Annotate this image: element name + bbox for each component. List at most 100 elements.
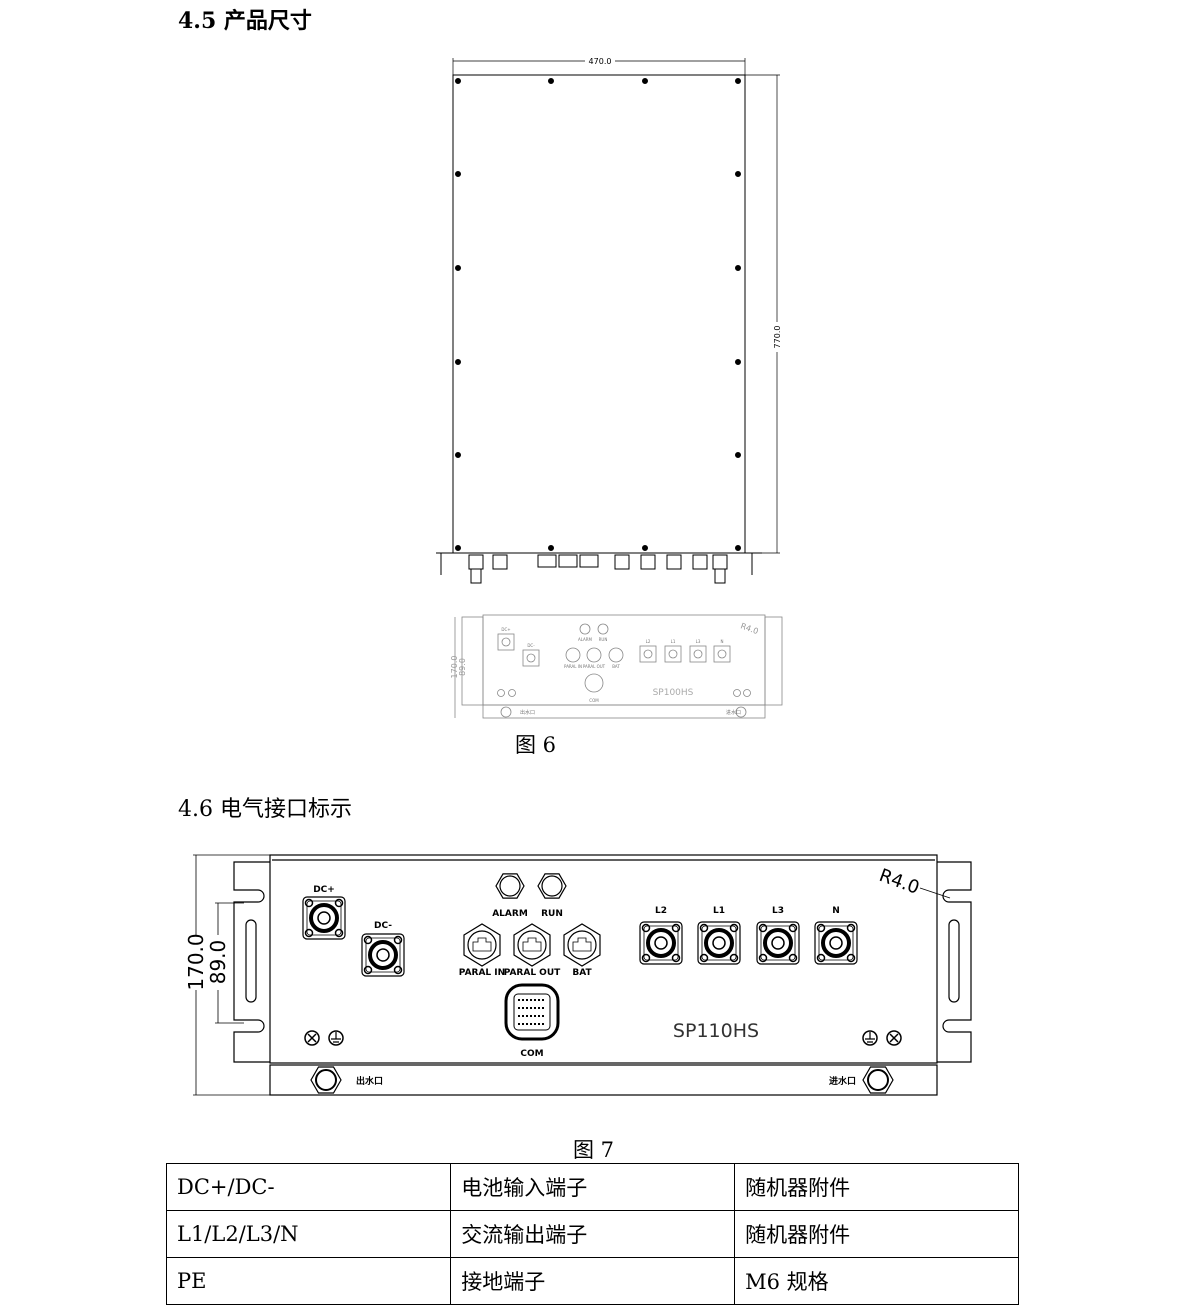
small-connector-label: L2: [646, 639, 651, 644]
small-model: SP100HS: [653, 688, 694, 698]
small-connector-label: COM: [589, 698, 599, 703]
cell: 随机器附件: [734, 1210, 1019, 1258]
screw-icon: [455, 171, 461, 177]
l3-terminal-label: L3: [772, 906, 784, 916]
top-view-drawing: 470.0 770.0: [436, 55, 783, 584]
height-dimension: 170.0: [184, 933, 208, 990]
l1-terminal-label: L1: [713, 906, 725, 916]
dc-plus-terminal-label: DC+: [313, 885, 335, 895]
screw-icon: [735, 265, 741, 271]
connector-side-icon: [537, 554, 557, 568]
water-outlet-icon: [310, 1066, 342, 1094]
inner-dimension: 89.0: [206, 940, 230, 985]
figure-7-caption: 图 7: [573, 1138, 615, 1162]
water-inlet-icon: [862, 1066, 894, 1094]
small-connector-label: 进水口: [726, 709, 741, 716]
small-connector-label: PARAL OUT: [583, 664, 606, 669]
com-port: [504, 983, 560, 1041]
water-port-icon: [735, 706, 747, 718]
small-connector-label: RUN: [599, 637, 608, 642]
dc-minus-terminal: [361, 933, 405, 977]
screw-icon: [642, 545, 648, 551]
connector-side-icon: [468, 554, 484, 584]
connector-side-icon: [666, 554, 682, 570]
cell: 交流输出端子: [450, 1210, 736, 1258]
connector-side-icon: [558, 554, 578, 568]
table-row: DC+/DC-电池输入端子随机器附件: [165, 1163, 1019, 1211]
l2-terminal: [639, 921, 683, 965]
radius-label: R4.0: [876, 865, 922, 899]
water-port-icon: [500, 706, 512, 718]
figure-6-caption: 图 6: [515, 733, 557, 757]
screw-icon: [735, 452, 741, 458]
ground-icon: [508, 689, 516, 697]
water-outlet-label: 出水口: [356, 1075, 383, 1087]
bat-port: [563, 923, 601, 967]
com-port-label: COM: [520, 1049, 543, 1059]
screw-icon: [548, 78, 554, 84]
ground-icon: [743, 689, 751, 697]
paral-out-port: [513, 923, 551, 967]
screw-icon: [735, 78, 741, 84]
paral-in-port: [463, 923, 501, 967]
screw-icon: [455, 545, 461, 551]
cell: M6 规格: [734, 1257, 1019, 1305]
ground-icon: [328, 1030, 344, 1046]
ground-icon: [862, 1030, 878, 1046]
alarm-indicator-label: ALARM: [492, 909, 528, 919]
cell: DC+/DC-: [165, 1163, 452, 1211]
ground-icon: [497, 689, 505, 697]
screw-icon: [548, 545, 554, 551]
cell: L1/L2/L3/N: [165, 1210, 452, 1258]
water-inlet-label: 进水口: [829, 1075, 856, 1087]
ground-icon: [733, 689, 741, 697]
screw-icon: [735, 545, 741, 551]
small-connector-label: PARAL IN: [564, 664, 582, 669]
small-radius: R4.0: [739, 621, 759, 636]
small-connector-label: N: [721, 639, 724, 644]
screw-icon: [735, 171, 741, 177]
connector-side-icon: [492, 554, 508, 570]
run-indicator-label: RUN: [541, 909, 563, 919]
l3-terminal: [756, 921, 800, 965]
cell: 接地端子: [450, 1257, 736, 1305]
screw-icon: [455, 359, 461, 365]
screw-icon: [886, 1030, 902, 1046]
paral-in-port-label: PARAL IN: [459, 968, 505, 978]
cell: PE: [165, 1257, 452, 1305]
small-connector-label: BAT: [612, 664, 620, 669]
screw-icon: [735, 359, 741, 365]
connector-side-icon: [614, 554, 630, 570]
screw-icon: [642, 78, 648, 84]
screw-icon: [455, 452, 461, 458]
model-label: SP110HS: [673, 1020, 759, 1042]
l1-terminal: [697, 921, 741, 965]
run-indicator: [537, 873, 567, 899]
small-height-dim: 170.0: [450, 656, 459, 679]
paral-out-port-label: PARAL OUT: [504, 968, 561, 978]
small-connector-label: L1: [671, 639, 676, 644]
screw-icon: [455, 265, 461, 271]
small-connector-label: DC+: [501, 627, 510, 632]
depth-dimension: 770.0: [773, 326, 782, 349]
section-title-4-6: 4.6 电气接口标示: [178, 797, 352, 822]
dc-plus-terminal: [302, 896, 346, 940]
connector-side-icon: [579, 554, 599, 568]
small-connector-label: 出水口: [520, 709, 535, 716]
connector-side-icon: [692, 554, 708, 570]
dc-minus-terminal-label: DC-: [374, 921, 392, 931]
n-terminal: [814, 921, 858, 965]
n-terminal-label: N: [832, 906, 840, 916]
connector-side-icon: [712, 554, 728, 584]
connector-side-icon: [640, 554, 656, 570]
screw-icon: [455, 78, 461, 84]
small-connector-label: DC-: [527, 643, 535, 648]
screw-icon: [304, 1030, 320, 1046]
small-connector-label: L3: [696, 639, 701, 644]
small-connector-label: ALARM: [578, 637, 593, 642]
